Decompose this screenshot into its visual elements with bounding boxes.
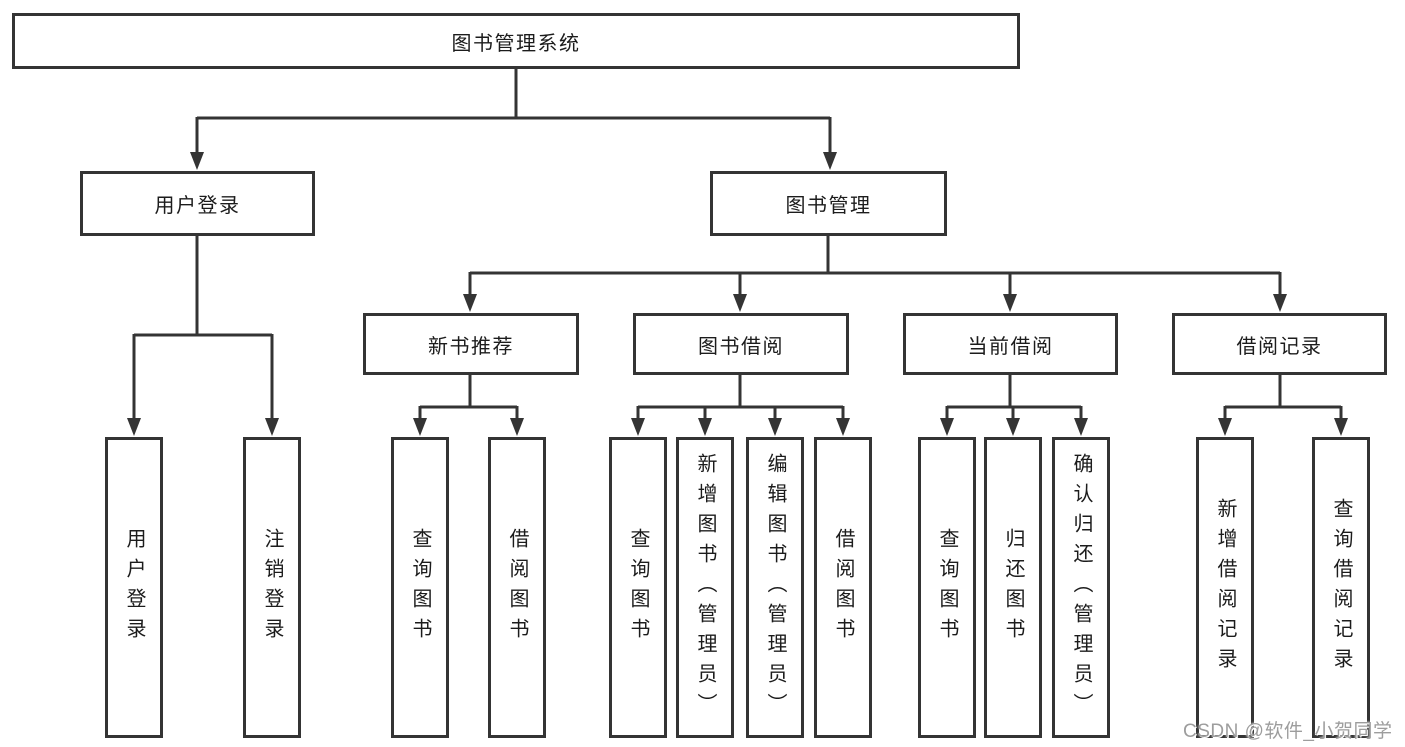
leaf-borrow-books-1-label: 借阅图书 — [506, 527, 528, 648]
leaf-user-login: 用户登录 — [105, 437, 163, 738]
node-current-borrowing: 当前借阅 — [903, 313, 1118, 375]
leaf-add-borrow-record-label: 新增借阅记录 — [1214, 497, 1236, 678]
node-user-login: 用户登录 — [80, 171, 315, 236]
leaf-add-books-admin-label: 新增图书（管理员） — [694, 452, 716, 723]
leaf-query-books-2: 查询图书 — [609, 437, 667, 738]
node-root-label: 图书管理系统 — [451, 32, 581, 55]
node-book-management-label: 图书管理 — [785, 195, 872, 217]
leaf-add-borrow-record: 新增借阅记录 — [1196, 437, 1254, 738]
arrowheads — [127, 152, 1348, 436]
node-new-book-recommend-label: 新书推荐 — [428, 335, 514, 358]
leaf-query-books-2-label: 查询图书 — [627, 527, 649, 648]
leaf-confirm-return-admin: 确认归还（管理员） — [1052, 437, 1110, 738]
node-book-borrowing-label: 图书借阅 — [698, 335, 784, 358]
leaf-add-books-admin: 新增图书（管理员） — [676, 437, 734, 738]
node-borrowing-records: 借阅记录 — [1172, 313, 1387, 375]
leaf-query-borrow-record-label: 查询借阅记录 — [1330, 497, 1352, 678]
node-book-management: 图书管理 — [710, 171, 947, 236]
leaf-return-books-label: 归还图书 — [1002, 527, 1024, 648]
node-new-book-recommend: 新书推荐 — [363, 313, 579, 375]
leaf-query-books-1-label: 查询图书 — [409, 527, 431, 648]
leaf-query-books-1: 查询图书 — [391, 437, 449, 738]
leaf-query-books-3: 查询图书 — [918, 437, 976, 738]
watermark: CSDN @软件_小贺同学 — [1183, 721, 1393, 742]
leaf-query-borrow-record: 查询借阅记录 — [1312, 437, 1370, 738]
leaf-edit-books-admin: 编辑图书（管理员） — [746, 437, 804, 738]
leaf-borrow-books-1: 借阅图书 — [488, 437, 546, 738]
leaf-confirm-return-admin-label: 确认归还（管理员） — [1070, 452, 1092, 723]
leaf-logout: 注销登录 — [243, 437, 301, 738]
node-current-borrowing-label: 当前借阅 — [967, 335, 1054, 358]
leaf-logout-label: 注销登录 — [261, 527, 283, 648]
leaf-borrow-books-2: 借阅图书 — [814, 437, 872, 738]
leaf-user-login-label: 用户登录 — [123, 527, 145, 648]
leaf-edit-books-admin-label: 编辑图书（管理员） — [764, 452, 786, 723]
node-root: 图书管理系统 — [12, 13, 1020, 69]
leaf-return-books: 归还图书 — [984, 437, 1042, 738]
node-book-borrowing: 图书借阅 — [633, 313, 849, 375]
leaf-query-books-3-label: 查询图书 — [936, 527, 958, 648]
node-user-login-label: 用户登录 — [154, 195, 241, 217]
leaf-borrow-books-2-label: 借阅图书 — [832, 527, 854, 648]
node-borrowing-records-label: 借阅记录 — [1236, 335, 1323, 358]
